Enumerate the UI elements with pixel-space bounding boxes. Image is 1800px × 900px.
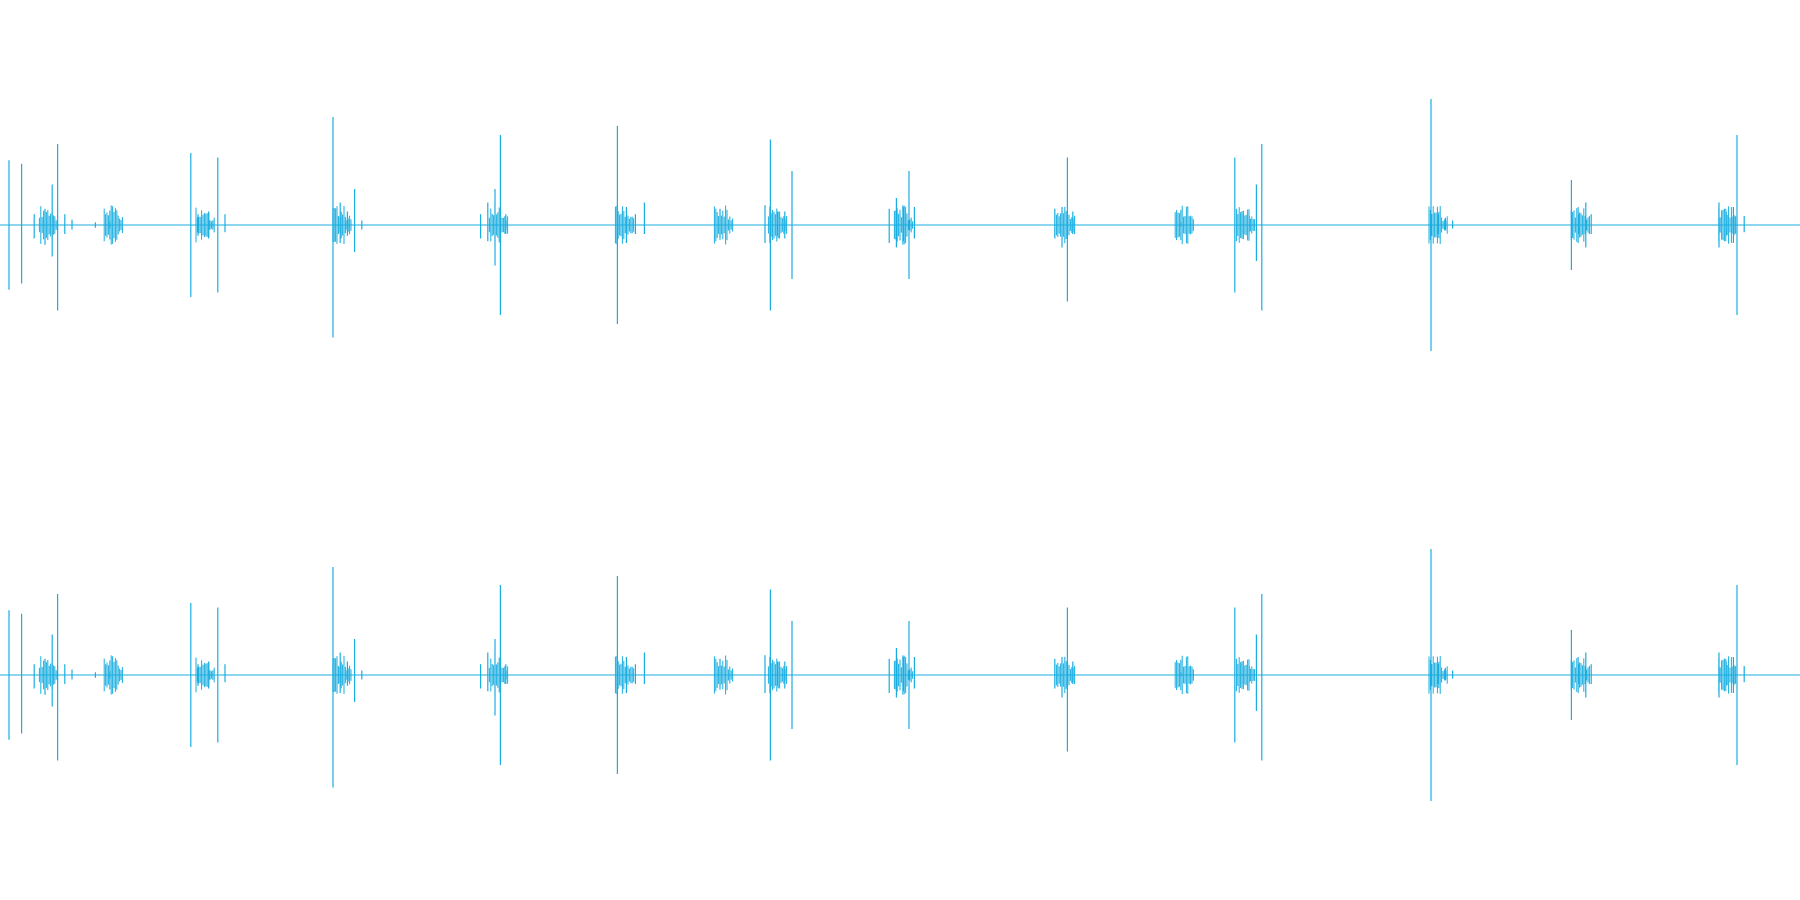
transient <box>8 144 73 311</box>
transient <box>1718 135 1745 315</box>
transient <box>1234 144 1263 311</box>
transient <box>94 205 123 245</box>
transient <box>480 585 509 765</box>
transient <box>8 594 73 761</box>
transient <box>332 117 363 338</box>
transient <box>480 135 509 315</box>
transient <box>1570 630 1592 720</box>
transient <box>764 139 793 311</box>
transient <box>1718 585 1745 765</box>
transient <box>1234 594 1263 761</box>
transient <box>614 576 646 774</box>
transient <box>764 589 793 761</box>
transient <box>1428 99 1454 351</box>
channel-1-track <box>0 99 1800 351</box>
transient <box>1428 549 1454 801</box>
transient <box>888 171 916 279</box>
transient <box>713 655 734 695</box>
transient <box>1174 655 1194 695</box>
channel-2-track <box>0 549 1800 801</box>
transient <box>713 205 734 245</box>
transient <box>888 621 916 729</box>
transient <box>190 603 226 747</box>
transient <box>1174 205 1194 245</box>
transient <box>94 655 123 695</box>
transient <box>1054 157 1076 302</box>
transient <box>190 153 226 297</box>
transient <box>1570 180 1592 270</box>
transient <box>1054 607 1076 752</box>
transient <box>614 126 646 324</box>
transient <box>332 567 363 788</box>
